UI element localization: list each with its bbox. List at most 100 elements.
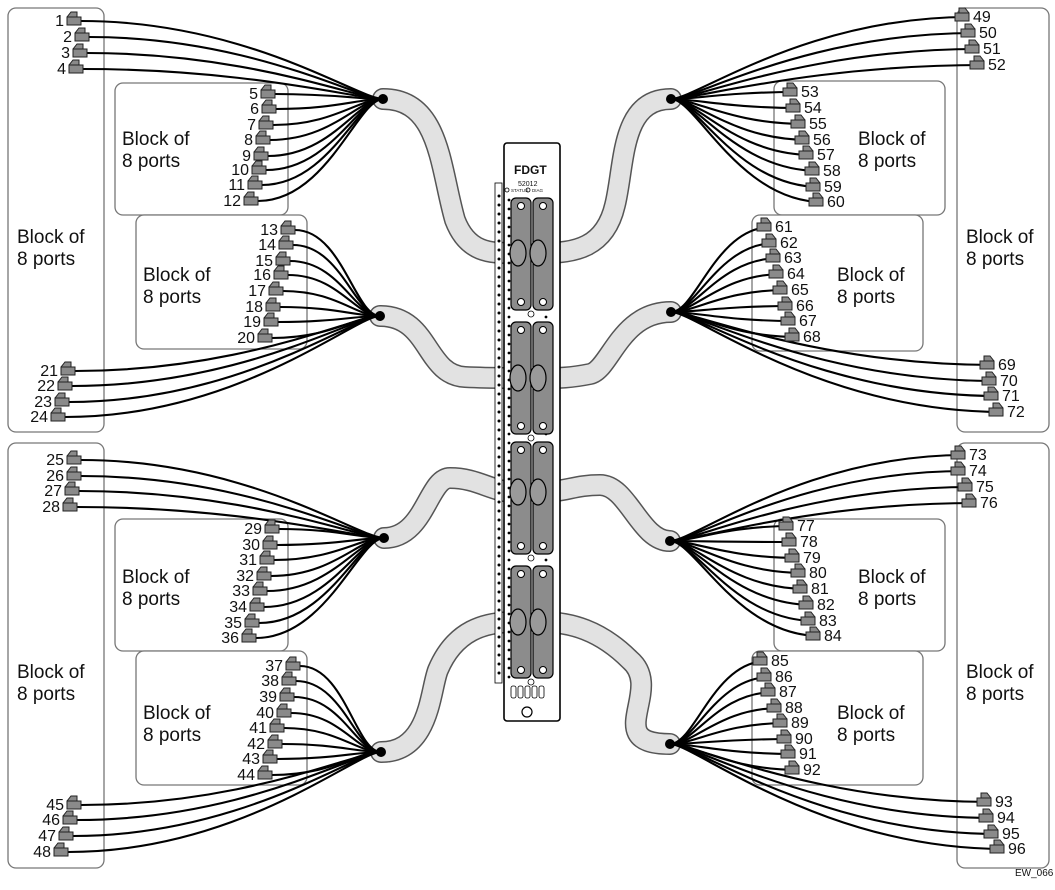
port-jack-icon (241, 628, 257, 643)
port-jack-icon (60, 361, 76, 376)
panel-model: 52012 (518, 181, 538, 188)
trunk-cable-sheath (532, 89, 681, 263)
port-jack-icon (777, 296, 793, 311)
port-jack-icon (768, 264, 784, 279)
port-jack-icon (66, 450, 82, 465)
port-jack-icon (72, 43, 88, 58)
port-number: 41 (249, 720, 267, 737)
port-jack-icon (243, 191, 259, 206)
port-number: 50 (979, 25, 997, 42)
port-number: 40 (256, 705, 274, 722)
port-number: 30 (242, 537, 260, 554)
port-number: 53 (801, 84, 819, 101)
port-number: 4 (57, 61, 66, 78)
port-jack-icon (275, 251, 291, 266)
port-jack-icon (988, 402, 1004, 417)
port-number: 74 (969, 463, 987, 480)
port-number: 44 (237, 767, 255, 784)
panel-slot-icon (538, 685, 545, 699)
block-label-line1: Block of (837, 703, 905, 724)
port-jack-icon (252, 581, 268, 596)
port-number: 15 (255, 253, 273, 270)
port-number: 42 (247, 736, 265, 753)
port-number: 80 (809, 565, 827, 582)
block-label-line2: 8 ports (837, 287, 895, 308)
port-jack-icon (983, 824, 999, 839)
port-jack-icon (776, 729, 792, 744)
block-label-line1: Block of (858, 129, 926, 150)
port-block-box (956, 7, 1050, 433)
port-jack-icon (58, 826, 74, 841)
panel-brand: FDGT (514, 163, 547, 177)
port-jack-icon (244, 613, 260, 628)
port-number: 19 (243, 314, 261, 331)
cable-hub-icon (666, 94, 676, 104)
port-number: 12 (223, 193, 241, 210)
cable-plug-icon (509, 364, 527, 392)
block-label-line2: 8 ports (122, 151, 180, 172)
port-jack-icon (264, 519, 280, 534)
port-number: 63 (784, 250, 802, 267)
port-number: 93 (995, 794, 1013, 811)
port-number: 62 (780, 235, 798, 252)
port-jack-icon (285, 656, 301, 671)
port-wire (669, 539, 797, 544)
port-number: 31 (239, 552, 257, 569)
port-jack-icon (265, 297, 281, 312)
port-number: 86 (775, 669, 793, 686)
cable-hub-icon (379, 533, 389, 543)
port-jack-icon (978, 808, 994, 823)
port-jack-icon (761, 233, 777, 248)
block-label-line1: Block of (17, 227, 85, 248)
port-number: 52 (988, 57, 1006, 74)
port-number: 1 (55, 13, 64, 30)
port-number: 9 (242, 148, 251, 165)
port-jack-icon (64, 481, 80, 496)
port-number: 24 (30, 409, 48, 426)
port-wire (257, 97, 384, 203)
port-jack-icon (267, 734, 283, 749)
port-jack-icon (784, 760, 800, 775)
port-jack-icon (253, 146, 269, 161)
port-jack-icon (772, 713, 788, 728)
port-number: 33 (232, 583, 250, 600)
cable-plug-icon (509, 239, 527, 267)
port-number: 79 (803, 550, 821, 567)
port-jack-icon (256, 566, 272, 581)
diag-led-icon (525, 187, 531, 193)
port-number: 37 (265, 658, 283, 675)
port-number: 17 (248, 283, 266, 300)
block-label-line2: 8 ports (837, 725, 895, 746)
panel-led-diag-label: DIAG (532, 188, 544, 193)
port-jack-icon (74, 27, 90, 42)
port-jack-icon (790, 114, 806, 129)
port-number: 70 (1000, 373, 1018, 390)
port-number: 67 (799, 313, 817, 330)
port-number: 87 (779, 684, 797, 701)
port-number: 48 (33, 844, 51, 861)
port-jack-icon (804, 161, 820, 176)
port-jack-icon (976, 792, 992, 807)
port-jack-icon (950, 445, 966, 460)
port-number: 34 (229, 599, 247, 616)
port-jack-icon (784, 548, 800, 563)
cable-plug-icon (529, 239, 547, 267)
block-label-line2: 8 ports (143, 287, 201, 308)
port-number: 81 (811, 581, 829, 598)
port-number: 94 (997, 810, 1015, 827)
port-number: 84 (824, 628, 842, 645)
port-jack-icon (276, 703, 292, 718)
panel-slot-icon (517, 685, 524, 699)
port-jack-icon (57, 376, 73, 391)
cable-hub-icon (665, 536, 675, 546)
port-jack-icon (280, 220, 296, 235)
trunk-cable-sheath (532, 612, 680, 754)
port-jack-icon (251, 160, 267, 175)
port-number: 73 (969, 447, 987, 464)
port-jack-icon (257, 328, 273, 343)
port-number: 88 (785, 700, 803, 717)
status-led-icon (504, 187, 510, 193)
port-jack-icon (257, 765, 273, 780)
port-jack-icon (805, 626, 821, 641)
